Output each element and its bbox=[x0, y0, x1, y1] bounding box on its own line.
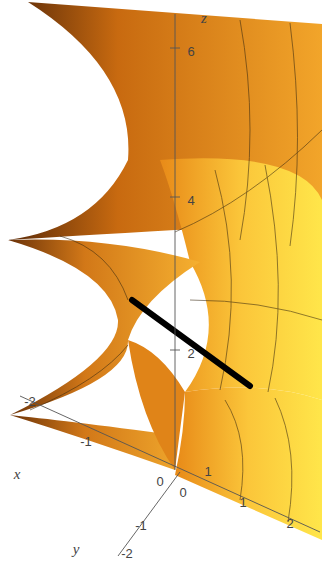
tick-label: -1 bbox=[80, 435, 92, 448]
axis-label-holder: 2 bbox=[187, 344, 194, 362]
axis-label-holder: 1 bbox=[204, 462, 211, 480]
tick-label: -2 bbox=[24, 395, 36, 408]
axis-label-holder: 2 bbox=[286, 514, 293, 532]
axis-label-holder: 0 bbox=[156, 472, 163, 490]
axis-name: z bbox=[201, 11, 207, 26]
surface-sheet bbox=[175, 388, 322, 541]
axis-label-holder: 1 bbox=[239, 493, 246, 511]
tick-label: 4 bbox=[187, 194, 194, 207]
axis-label-holder: 4 bbox=[187, 191, 194, 209]
curve-line bbox=[132, 300, 250, 386]
tick-label: 2 bbox=[286, 517, 293, 530]
axis-name: y bbox=[73, 542, 80, 557]
tick-label: 6 bbox=[187, 45, 194, 58]
tick-label: 0 bbox=[179, 486, 186, 499]
tick-label: 2 bbox=[187, 347, 194, 360]
axis-name: x bbox=[14, 467, 21, 482]
surface-sheet bbox=[160, 158, 322, 400]
tick-label: -2 bbox=[121, 547, 133, 560]
axis-label-holder: z bbox=[201, 9, 207, 27]
surface-sheet bbox=[128, 340, 185, 470]
axis-line bbox=[20, 14, 320, 556]
axis-label-holder: x bbox=[14, 465, 21, 483]
axis-label-holder: -1 bbox=[80, 432, 92, 450]
surface-sheet bbox=[8, 239, 200, 470]
axis-label-holder: y bbox=[73, 540, 80, 558]
axis-label-holder: -2 bbox=[121, 544, 133, 561]
mesh-line bbox=[30, 20, 322, 522]
tick-label: 1 bbox=[239, 496, 246, 509]
tick-label: 0 bbox=[156, 475, 163, 488]
axis-label-holder: 6 bbox=[187, 42, 194, 60]
tick-label: -1 bbox=[135, 519, 147, 532]
axis-label-holder: 0 bbox=[179, 483, 186, 501]
axis-label-holder: -1 bbox=[135, 516, 147, 534]
tick-label: 1 bbox=[204, 465, 211, 478]
axis-label-holder: -2 bbox=[24, 392, 36, 410]
